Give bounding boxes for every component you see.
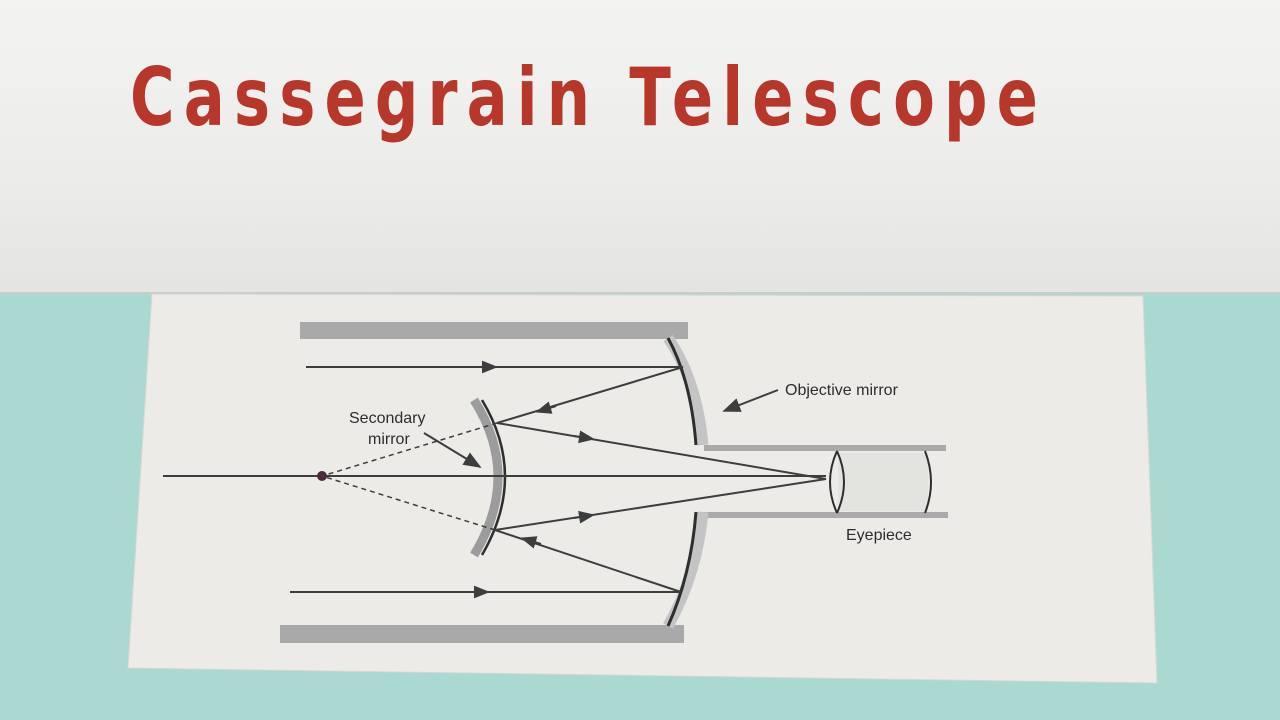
- eyepiece-tube-top: [704, 445, 946, 451]
- eyepiece-lens: [830, 451, 931, 513]
- objective-mirror-label: Objective mirror: [785, 382, 899, 399]
- eyepiece-tube-bottom: [704, 512, 948, 518]
- secondary-mirror-label-line1: Secondary: [349, 410, 426, 427]
- paper-sheet: [128, 294, 1157, 683]
- secondary-mirror-label-line2: mirror: [368, 431, 410, 448]
- tube-wall-bottom: [280, 625, 684, 643]
- eyepiece-label: Eyepiece: [846, 527, 912, 544]
- tube-wall-top: [300, 322, 688, 339]
